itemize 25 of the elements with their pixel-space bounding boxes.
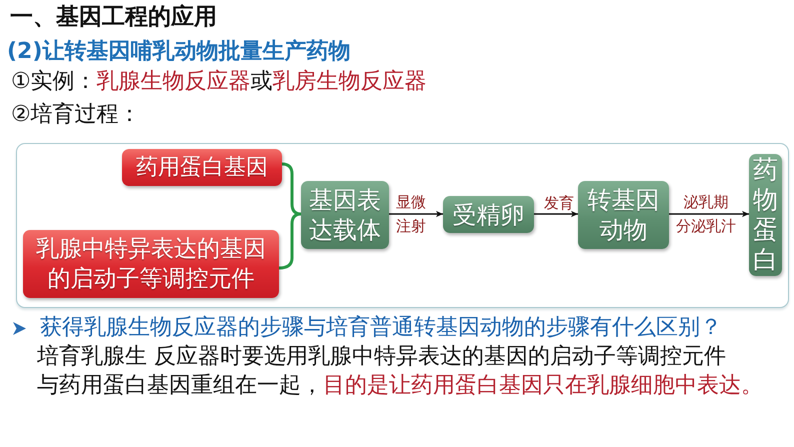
highlighted-term: 乳腺生物反应器 bbox=[96, 69, 251, 94]
item-label: ①实例： bbox=[11, 69, 97, 94]
edge-label: 显微注射 bbox=[396, 192, 426, 237]
process-box: 转基因动物 bbox=[578, 181, 669, 249]
answer-text: 与药用蛋白基因重组在一起， bbox=[37, 373, 323, 398]
brace-arm bbox=[278, 212, 302, 270]
edge-label: 发育 bbox=[544, 194, 574, 212]
product-box: 药物蛋白 bbox=[749, 154, 782, 276]
arrow bbox=[534, 210, 578, 218]
gene-box: 乳腺中特异表达的基因的启动子等调控元件 bbox=[23, 230, 279, 298]
gene-box: 药用蛋白基因 bbox=[122, 149, 282, 186]
process-box: 受精卵 bbox=[443, 196, 534, 233]
title: 一、基因工程的应用 bbox=[10, 3, 217, 32]
subheading: (2)让转基因哺乳动物批量生产药物 bbox=[7, 38, 350, 66]
edge-label: 泌乳期分泌乳汁 bbox=[676, 192, 736, 237]
conjunction-text: 或 bbox=[250, 69, 273, 94]
process-box: 基因表达载体 bbox=[301, 181, 389, 249]
question-text: 获得乳腺生物反应器的步骤与培育普通转基因动物的步骤有什么区别？ bbox=[40, 314, 722, 342]
highlighted-term: 乳房生物反应器 bbox=[272, 69, 427, 94]
arrow bbox=[389, 210, 443, 218]
answer-text: 培育乳腺生 反应器时要选用乳腺中特异表达的基因的启动子等调控元件 bbox=[37, 343, 726, 371]
arrow bbox=[669, 210, 749, 218]
answer-highlight: 目的是让药用蛋白基因只在乳腺细胞中表达。 bbox=[323, 373, 763, 398]
flow-frame bbox=[16, 143, 789, 308]
item-label: ②培育过程： bbox=[11, 101, 141, 129]
